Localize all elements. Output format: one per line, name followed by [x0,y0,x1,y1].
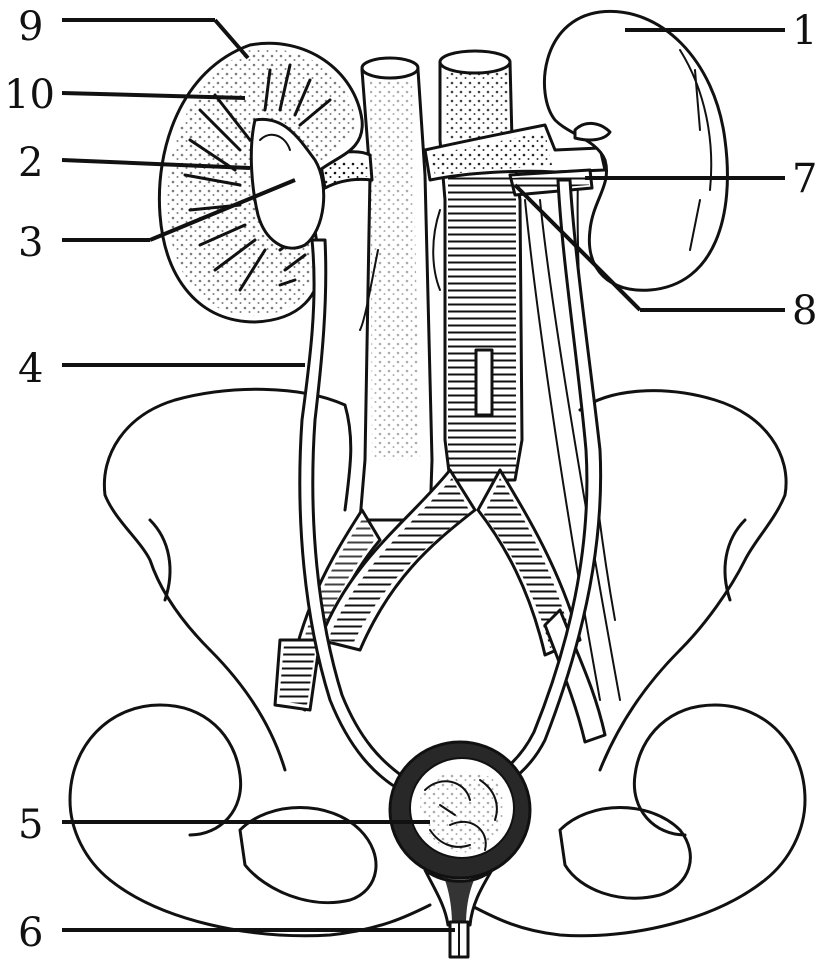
femur-head-left [70,705,241,880]
label-3: 3 [18,220,43,266]
label-6: 6 [18,910,43,956]
label-2: 2 [18,140,43,186]
label-9: 9 [18,4,43,50]
label-4: 4 [18,346,43,392]
femur-head-right [634,705,805,880]
label-1: 1 [792,8,817,54]
obturator-right [560,808,690,899]
label-7: 7 [792,156,817,202]
label-10: 10 [4,72,55,118]
pelvis-ilium-right-inner [725,520,745,600]
label-5: 5 [18,802,43,848]
pelvis-ilium-right [580,391,786,650]
label-8: 8 [792,288,817,334]
pelvis-ilium-left-inner [150,520,170,600]
